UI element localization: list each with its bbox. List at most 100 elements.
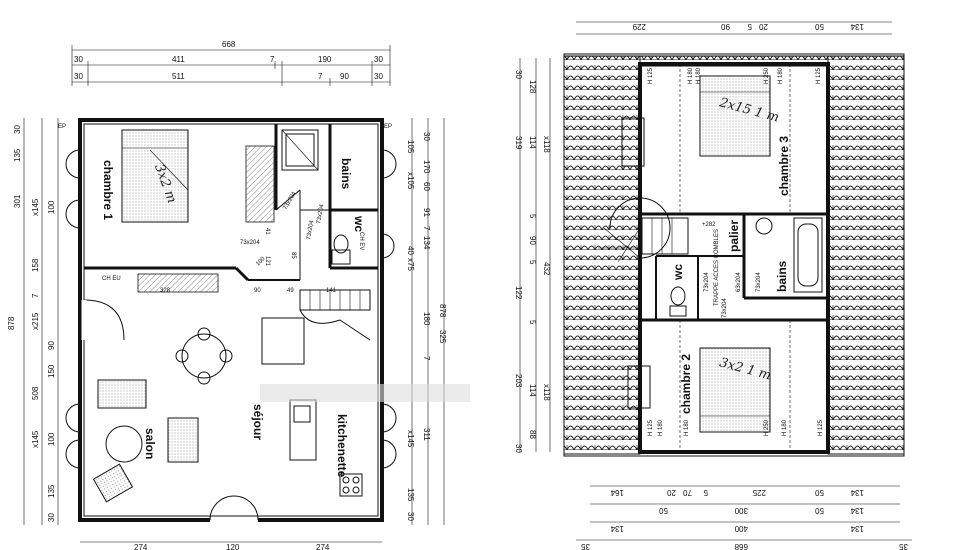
dim-30-a: 30 — [74, 55, 83, 64]
dim-bottom-274a: 274 — [134, 543, 148, 550]
dining-table — [175, 327, 233, 385]
door-73x204-c: 73x204 — [316, 203, 325, 224]
h180-a: H 180 — [688, 67, 694, 84]
up-door-1: 73x204 — [704, 272, 710, 292]
dim-90: 90 — [340, 72, 349, 81]
ch-ev-label: CH EV — [358, 232, 364, 250]
up-left-x118b: x118 — [542, 384, 551, 401]
chambre2-bed — [699, 347, 771, 433]
ground-stairs — [299, 289, 371, 341]
dim-141: 141 — [326, 288, 337, 294]
upper-top-dimensions: 229 90 5 50 134 20 — [576, 21, 892, 35]
salon-armchair — [97, 379, 147, 409]
french-doors — [209, 495, 259, 523]
dim-30-d: 30 — [374, 72, 383, 81]
upper-bottom-dimensions: 164 20 70 5 225 50 134 50 300 50 134 134… — [576, 485, 912, 550]
ch-eu-label: CH EU — [102, 276, 121, 282]
room-salon: salon — [143, 428, 157, 459]
up-left-5: 5 — [528, 214, 537, 219]
dim-total-668: 668 — [222, 40, 236, 49]
dim-left-x145: x145 — [31, 198, 40, 216]
room-chambre3: chambre 3 — [777, 136, 791, 196]
h180-b: H 180 — [696, 67, 702, 84]
h125-c: H 125 — [648, 419, 654, 436]
dim-right-7: 7 — [422, 226, 431, 231]
up-door-3: 63x204 — [736, 272, 742, 292]
up-bot-225: 225 — [752, 488, 766, 497]
dim-30-b: 30 — [374, 55, 383, 64]
dim-left-100: 100 — [47, 200, 56, 214]
room-wc-upper: wc — [671, 264, 685, 281]
h180-d: H 180 — [658, 419, 664, 436]
h180-c: H 180 — [778, 67, 784, 84]
h125-b: H 125 — [816, 67, 822, 84]
dim-left-135b: 135 — [47, 484, 56, 498]
kitchen-sink — [293, 405, 311, 423]
upper-wc-tank — [669, 305, 687, 317]
up-bot-134d: 134 — [850, 524, 864, 533]
dim-left-x215: x215 — [31, 312, 40, 330]
room-wc-ground: wc — [352, 215, 366, 232]
up-bot-70: 70 — [683, 488, 692, 497]
room-chambre1: chambre 1 — [101, 160, 115, 220]
upper-floor-plan: 229 90 5 50 134 20 2x15 1 m 3x2 1 — [514, 21, 912, 550]
up-left-88: 88 — [528, 430, 537, 439]
up-bot-50b: 50 — [659, 506, 668, 515]
dim-right-x105: x105 — [406, 172, 415, 190]
chambre1-partitions — [84, 124, 378, 282]
up-bot-35b: 35 — [899, 542, 908, 550]
upper-wc-bowl — [670, 286, 686, 306]
dim-100: 100 — [255, 256, 267, 268]
h180-e: H 180 — [684, 419, 690, 436]
dim-90-hall: 90 — [254, 288, 261, 294]
ground-right-dimensions: 30 105 170 x105 60 91 7 40 x75 134 325 1… — [406, 118, 447, 525]
upper-basin — [755, 217, 773, 235]
cupboard-width: 328 — [160, 288, 171, 294]
salon-coffee-table — [105, 425, 143, 463]
up-bot-134b: 134 — [850, 506, 864, 515]
dim-7-b: 7 — [318, 72, 323, 81]
h125-d: H 125 — [818, 419, 824, 436]
up-left-5b: 5 — [528, 260, 537, 265]
dim-right-878: 878 — [438, 304, 447, 318]
h125-a: H 125 — [648, 67, 654, 84]
room-bains-upper: bains — [775, 260, 789, 292]
dim-right-311: 311 — [422, 428, 431, 441]
dim-right-170: 170 — [422, 160, 431, 174]
dim-right-x75: x75 — [406, 258, 415, 271]
ground-floor-plan: 668 30 411 7 190 30 30 511 7 90 30 30 13… — [7, 40, 470, 550]
trappe-label: TRAPPE ACCES COMBLES — [714, 229, 720, 306]
up-left-114: 114 — [528, 136, 537, 149]
dim-41: 41 — [264, 228, 270, 235]
kitchen-island — [261, 317, 305, 365]
up-bot-20: 20 — [667, 488, 676, 497]
chambre2-desk — [627, 365, 651, 409]
dim-right-30: 30 — [422, 132, 431, 141]
room-kitchenette: kitchenette — [335, 414, 349, 478]
up-bot-5: 5 — [703, 488, 708, 497]
up-left-30: 30 — [514, 70, 523, 79]
up-bot-134c: 134 — [610, 524, 624, 533]
entry-cupboard — [137, 273, 219, 293]
up-bot-668: 668 — [734, 542, 748, 550]
dim-121: 121 — [264, 256, 270, 267]
ground-window-arcs — [65, 149, 397, 469]
room-chambre2: chambre 2 — [679, 354, 693, 414]
dim-left-7: 7 — [31, 293, 40, 298]
dim-right-325: 325 — [438, 330, 447, 344]
ep-left-label: EP — [58, 124, 66, 130]
dim-right-30b: 30 — [406, 512, 415, 521]
dim-up-5: 5 — [747, 22, 752, 31]
roof-outline — [563, 53, 905, 457]
up-left-x118: x118 — [542, 136, 551, 153]
dim-right-91: 91 — [422, 208, 431, 217]
upper-bathtub — [793, 217, 823, 293]
dim-left-508: 508 — [31, 386, 40, 400]
up-bot-134: 134 — [850, 488, 864, 497]
room-palier: palier — [727, 220, 741, 252]
dim-left-x145b: x145 — [31, 430, 40, 448]
up-left-5c: 5 — [528, 320, 537, 325]
roof-tiles-right — [827, 55, 905, 455]
dim-right-180: 180 — [422, 312, 431, 326]
dim-up-20: 20 — [759, 22, 768, 31]
